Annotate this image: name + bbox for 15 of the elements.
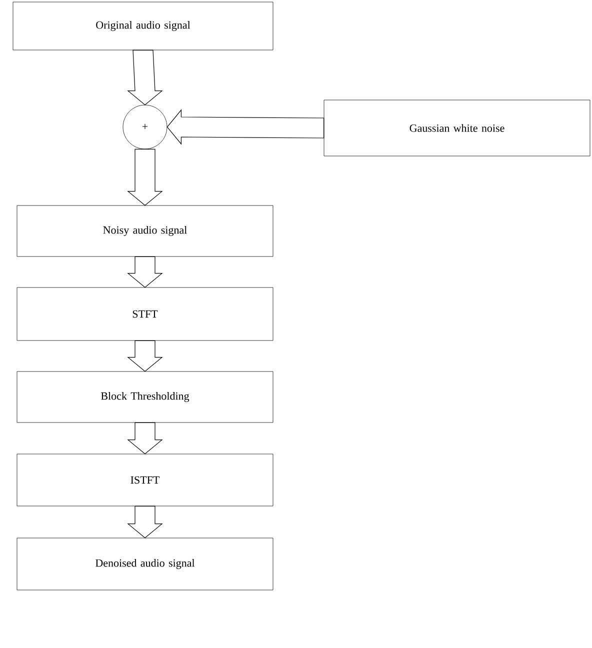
process-box: Original audio signal (12, 2, 274, 50)
block-arrow (127, 256, 163, 288)
block-arrow (127, 422, 163, 454)
block-arrow (127, 50, 163, 106)
process-box: STFT (16, 287, 274, 341)
block-arrow (166, 109, 324, 145)
process-box: Block Thresholding (16, 371, 274, 423)
process-box: ISTFT (16, 454, 274, 506)
process-box: Denoised audio signal (16, 538, 274, 590)
process-box: Noisy audio signal (16, 205, 274, 257)
summing-junction: + (122, 104, 168, 150)
process-box: Gaussian white noise (324, 100, 590, 156)
block-arrow (127, 148, 163, 206)
block-arrow (127, 506, 163, 538)
block-arrow (127, 340, 163, 372)
